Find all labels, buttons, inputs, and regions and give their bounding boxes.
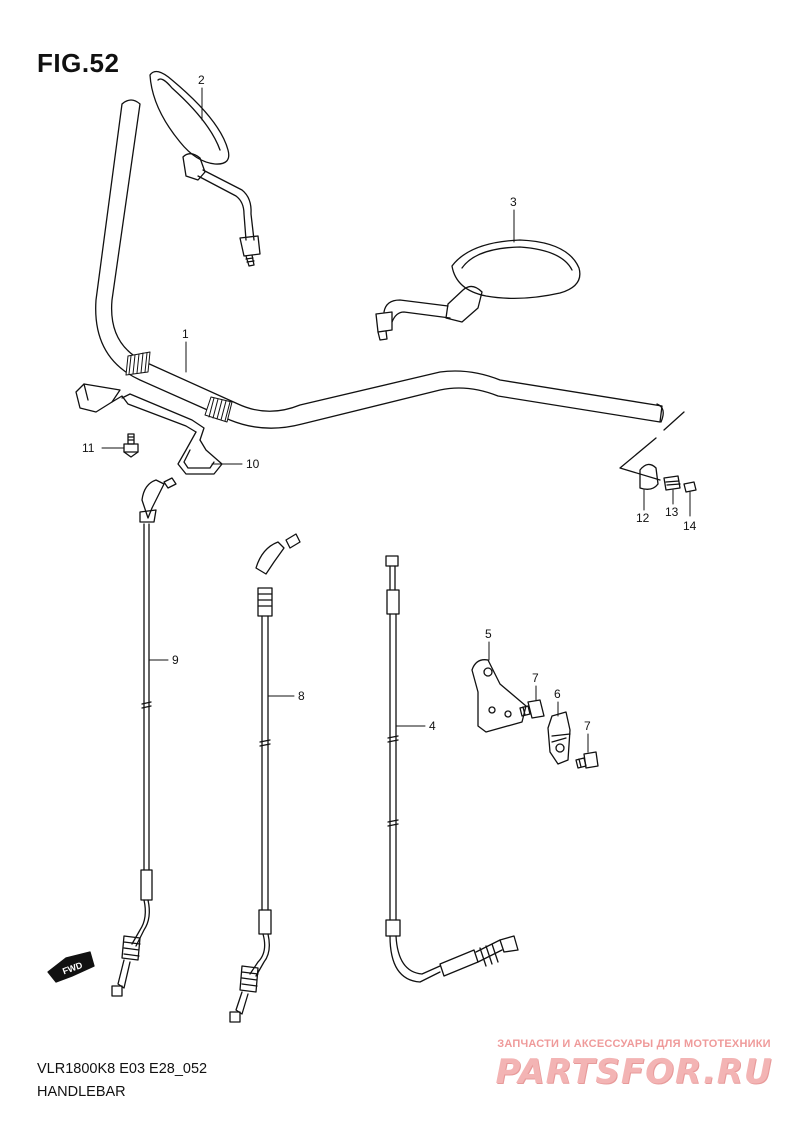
callout-6: 6 [554, 687, 561, 701]
mirror-left-part-2 [149, 70, 261, 267]
callout-1: 1 [182, 327, 189, 341]
callout-11: 11 [82, 441, 95, 455]
screw-part-13 [663, 475, 681, 491]
bolt-part-7-upper [519, 699, 545, 719]
callout-3: 3 [510, 195, 517, 209]
throttle-cable-part-8 [229, 533, 301, 1023]
callout-leaders [101, 87, 691, 753]
mirror-right-part-3 [375, 239, 581, 341]
callout-7-lower: 7 [584, 719, 591, 733]
bolt-part-11 [123, 433, 139, 458]
bolt-part-7-lower [575, 751, 599, 769]
cable-holder-part-6 [547, 711, 571, 765]
callout-12: 12 [636, 511, 650, 525]
callout-13: 13 [665, 505, 679, 519]
cable-bracket-part-5 [471, 659, 527, 733]
cable-guide-part-10 [75, 383, 223, 475]
figure-title: FIG.52 [37, 48, 120, 78]
washer-part-14 [683, 481, 697, 493]
callout-7-upper: 7 [532, 671, 539, 685]
fwd-direction-arrow [47, 951, 95, 983]
callout-4: 4 [429, 719, 436, 733]
clutch-cable-part-4 [385, 555, 519, 983]
callout-labels: 1 2 3 4 5 6 7 7 8 9 10 11 12 13 14 FWD [61, 73, 697, 976]
watermark-logo: PARTSFOR.RU [495, 1052, 773, 1092]
callout-14: 14 [683, 519, 697, 533]
watermark-tagline: ЗАПЧАСТИ И АКСЕССУАРЫ ДЛЯ МОТОТЕХНИКИ [497, 1038, 771, 1050]
callout-2: 2 [198, 73, 205, 87]
section-title: HANDLEBAR [37, 1084, 126, 1100]
throttle-cable-part-9 [111, 477, 177, 997]
handlebar-grip-knurl-left [125, 351, 151, 376]
handlebar-part-1 [95, 99, 664, 429]
bar-end-hardware [619, 411, 697, 493]
model-code: VLR1800K8 E03 E28_052 [37, 1061, 208, 1077]
callout-10: 10 [246, 457, 260, 471]
callout-8: 8 [298, 689, 305, 703]
bar-end-part-12 [639, 463, 659, 490]
callout-9: 9 [172, 653, 179, 667]
callout-5: 5 [485, 627, 492, 641]
handlebar-grip-knurl-right [204, 396, 233, 423]
